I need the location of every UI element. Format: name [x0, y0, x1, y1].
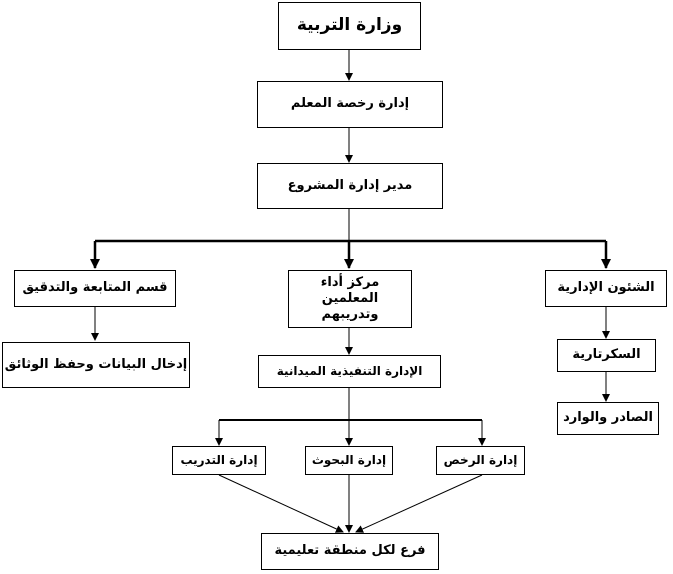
node-outgoing-incoming: الصادر والوارد — [557, 402, 659, 435]
node-licenses-admin-label: إدارة الرخص — [443, 453, 518, 467]
node-project-manager: مدير إدارة المشروع — [257, 163, 443, 209]
node-ministry: وزارة التربية — [278, 2, 421, 50]
node-follow-up-label: قسم المتابعة والتدقيق — [22, 280, 168, 296]
node-ministry-label: وزارة التربية — [296, 15, 403, 36]
node-branch-label: فرع لكل منطقة تعليمية — [274, 543, 426, 559]
node-field-exec: الإدارة التنفيذية الميدانية — [258, 355, 441, 388]
node-data-entry: إدخال البيانات وحفظ الوثائق — [2, 342, 190, 388]
node-licenses-admin: إدارة الرخص — [436, 446, 525, 475]
node-research-admin: إدارة البحوث — [305, 446, 393, 475]
arrow-training-branch — [218, 474, 344, 533]
node-admin-affairs-label: الشئون الإدارية — [557, 280, 655, 296]
node-data-entry-label: إدخال البيانات وحفظ الوثائق — [4, 356, 188, 372]
node-license-admin: إدارة رخصة المعلم — [257, 81, 443, 128]
node-research-admin-label: إدارة البحوث — [311, 453, 387, 467]
node-project-manager-label: مدير إدارة المشروع — [287, 177, 413, 193]
node-admin-affairs: الشئون الإدارية — [545, 270, 667, 307]
node-branch: فرع لكل منطقة تعليمية — [261, 533, 439, 570]
node-follow-up: قسم المتابعة والتدقيق — [14, 270, 176, 307]
node-secretariat: السكرتارية — [557, 339, 656, 372]
node-training-admin-label: إدارة التدريب — [180, 453, 258, 467]
node-teacher-center: مركز أداء المعلمين وتدريبهم — [288, 270, 412, 328]
node-secretariat-label: السكرتارية — [572, 347, 641, 363]
node-outgoing-incoming-label: الصادر والوارد — [563, 410, 653, 426]
arrow-licenses-branch — [355, 474, 483, 533]
node-license-admin-label: إدارة رخصة المعلم — [290, 96, 410, 112]
node-field-exec-label: الإدارة التنفيذية الميدانية — [276, 364, 423, 378]
node-training-admin: إدارة التدريب — [172, 446, 266, 475]
node-teacher-center-label: مركز أداء المعلمين وتدريبهم — [320, 274, 380, 323]
